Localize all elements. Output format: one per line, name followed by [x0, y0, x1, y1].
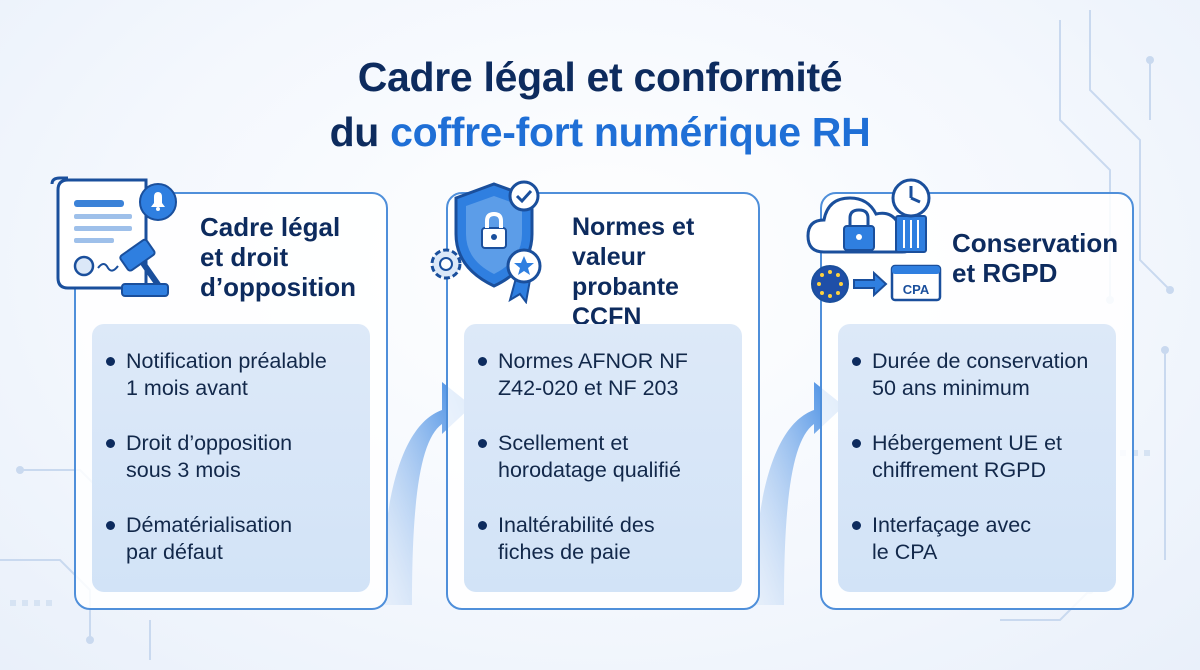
panel-title-line: et RGPD: [952, 258, 1058, 288]
bullet-line: horodatage qualifié: [498, 458, 681, 482]
cloud-lock-clock-eu-icon: CPA: [806, 178, 942, 303]
bullet-dot-icon: [852, 357, 861, 366]
title-line-2-accent: coffre-fort numérique RH: [390, 109, 871, 155]
page-title: Cadre légal et conformité du coffre-fort…: [0, 50, 1200, 160]
bullet-box: Durée de conservation 50 ans minimum Héb…: [838, 324, 1116, 592]
bullet-box: Normes AFNOR NF Z42-020 et NF 203 Scelle…: [464, 324, 742, 592]
panel-conservation: Conservation et RGPD Durée de conservati…: [820, 192, 1134, 610]
bullet-line: Hébergement UE et: [872, 431, 1063, 455]
bullet-dot-icon: [852, 439, 861, 448]
flow-arrow-1: [382, 382, 472, 605]
bullet-line: Scellement et: [498, 431, 629, 455]
bullet-dot-icon: [106, 439, 115, 448]
bullet-line: 1 mois avant: [126, 376, 248, 400]
bullet-dot-icon: [106, 521, 115, 530]
panel-title-line: et droit: [200, 242, 289, 272]
panel-title-line: valeur probante: [572, 243, 679, 301]
shield-lock-certificate-icon: [430, 180, 542, 304]
cpa-label: CPA: [903, 282, 930, 297]
panel-title: Cadre légal et droit d’opposition: [200, 212, 356, 302]
list-item: Dématérialisation par défaut: [106, 512, 366, 566]
bullet-line: chiffrement RGPD: [872, 458, 1047, 482]
title-line-1: Cadre légal et conformité: [357, 54, 843, 100]
bullet-line: Dématérialisation: [126, 513, 293, 537]
bullet-dot-icon: [478, 357, 487, 366]
bullet-line: Notification préalable: [126, 349, 327, 373]
panel-title-line: Normes et: [572, 213, 695, 241]
bullet-line: le CPA: [872, 540, 938, 564]
title-line-2-prefix: du: [329, 109, 391, 155]
list-item: Inaltérabilité des fiches de paie: [478, 512, 738, 566]
bullet-line: Normes AFNOR NF: [498, 349, 688, 373]
bullet-line: sous 3 mois: [126, 458, 241, 482]
list-item: Droit d’opposition sous 3 mois: [106, 430, 366, 484]
panel-title: Normes et valeur probante CCFN: [572, 212, 758, 332]
bullet-line: Durée de conservation: [872, 349, 1089, 373]
panel-title-line: d’opposition: [200, 272, 356, 302]
bullet-line: 50 ans minimum: [872, 376, 1030, 400]
bullet-dot-icon: [852, 521, 861, 530]
bullet-line: par défaut: [126, 540, 223, 564]
list-item: Scellement et horodatage qualifié: [478, 430, 738, 484]
bullet-line: Droit d’opposition: [126, 431, 293, 455]
bullet-line: Inaltérabilité des: [498, 513, 655, 537]
bullet-box: Notification préalable 1 mois avant Droi…: [92, 324, 370, 592]
bullet-dot-icon: [478, 439, 487, 448]
list-item: Notification préalable 1 mois avant: [106, 348, 366, 402]
list-item: Durée de conservation 50 ans minimum: [852, 348, 1112, 402]
legal-document-gavel-icon: [50, 176, 177, 297]
panel-title-line: Conservation: [952, 228, 1119, 258]
bullet-line: fiches de paie: [498, 540, 631, 564]
panel-title-line: Cadre légal: [200, 212, 341, 242]
list-item: Hébergement UE et chiffrement RGPD: [852, 430, 1112, 484]
list-item: Interfaçage avec le CPA: [852, 512, 1112, 566]
title-line-2: du coffre-fort numérique RH: [0, 105, 1200, 160]
bullet-line: Interfaçage avec: [872, 513, 1031, 537]
bullet-line: Z42-020 et NF 203: [498, 376, 679, 400]
bullet-dot-icon: [478, 521, 487, 530]
bullet-dot-icon: [106, 357, 115, 366]
flow-arrow-2: [754, 382, 844, 605]
list-item: Normes AFNOR NF Z42-020 et NF 203: [478, 348, 738, 402]
panel-title: Conservation et RGPD: [952, 228, 1118, 288]
